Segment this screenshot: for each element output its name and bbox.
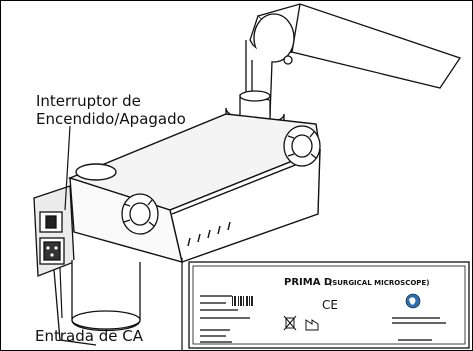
manufacturer-symbol-icon	[305, 319, 319, 331]
upper-arm	[245, 3, 462, 117]
power-switch-callout-line2: Encendido/Apagado	[36, 110, 186, 128]
ac-input-callout: Entrada de CA	[35, 327, 143, 345]
label-product-detail: (SURGICAL MICROSCOPE)	[329, 279, 429, 287]
power-switch-leader	[64, 125, 71, 211]
device-label: PRIMA D (SURGICAL MICROSCOPE) CE	[188, 261, 470, 349]
label-fine-print	[200, 295, 446, 343]
focus-knob-right	[283, 125, 321, 167]
manufacturer-logo-icon	[405, 293, 421, 309]
head-housing	[67, 113, 321, 263]
power-switch-callout-line1: Interruptor de	[36, 92, 141, 110]
power-switch-callout: Interruptor de Encendido/Apagado	[36, 92, 186, 128]
label-barcode	[232, 296, 253, 306]
ac-input-leader	[59, 267, 63, 319]
objective-body	[53, 260, 141, 346]
label-product: PRIMA D	[284, 277, 332, 288]
connector-panel	[33, 185, 75, 277]
weee-bin-icon	[283, 315, 297, 331]
label-ce-mark: CE	[322, 298, 338, 312]
focus-knob-left	[121, 193, 159, 235]
leader-lines	[59, 125, 183, 350]
